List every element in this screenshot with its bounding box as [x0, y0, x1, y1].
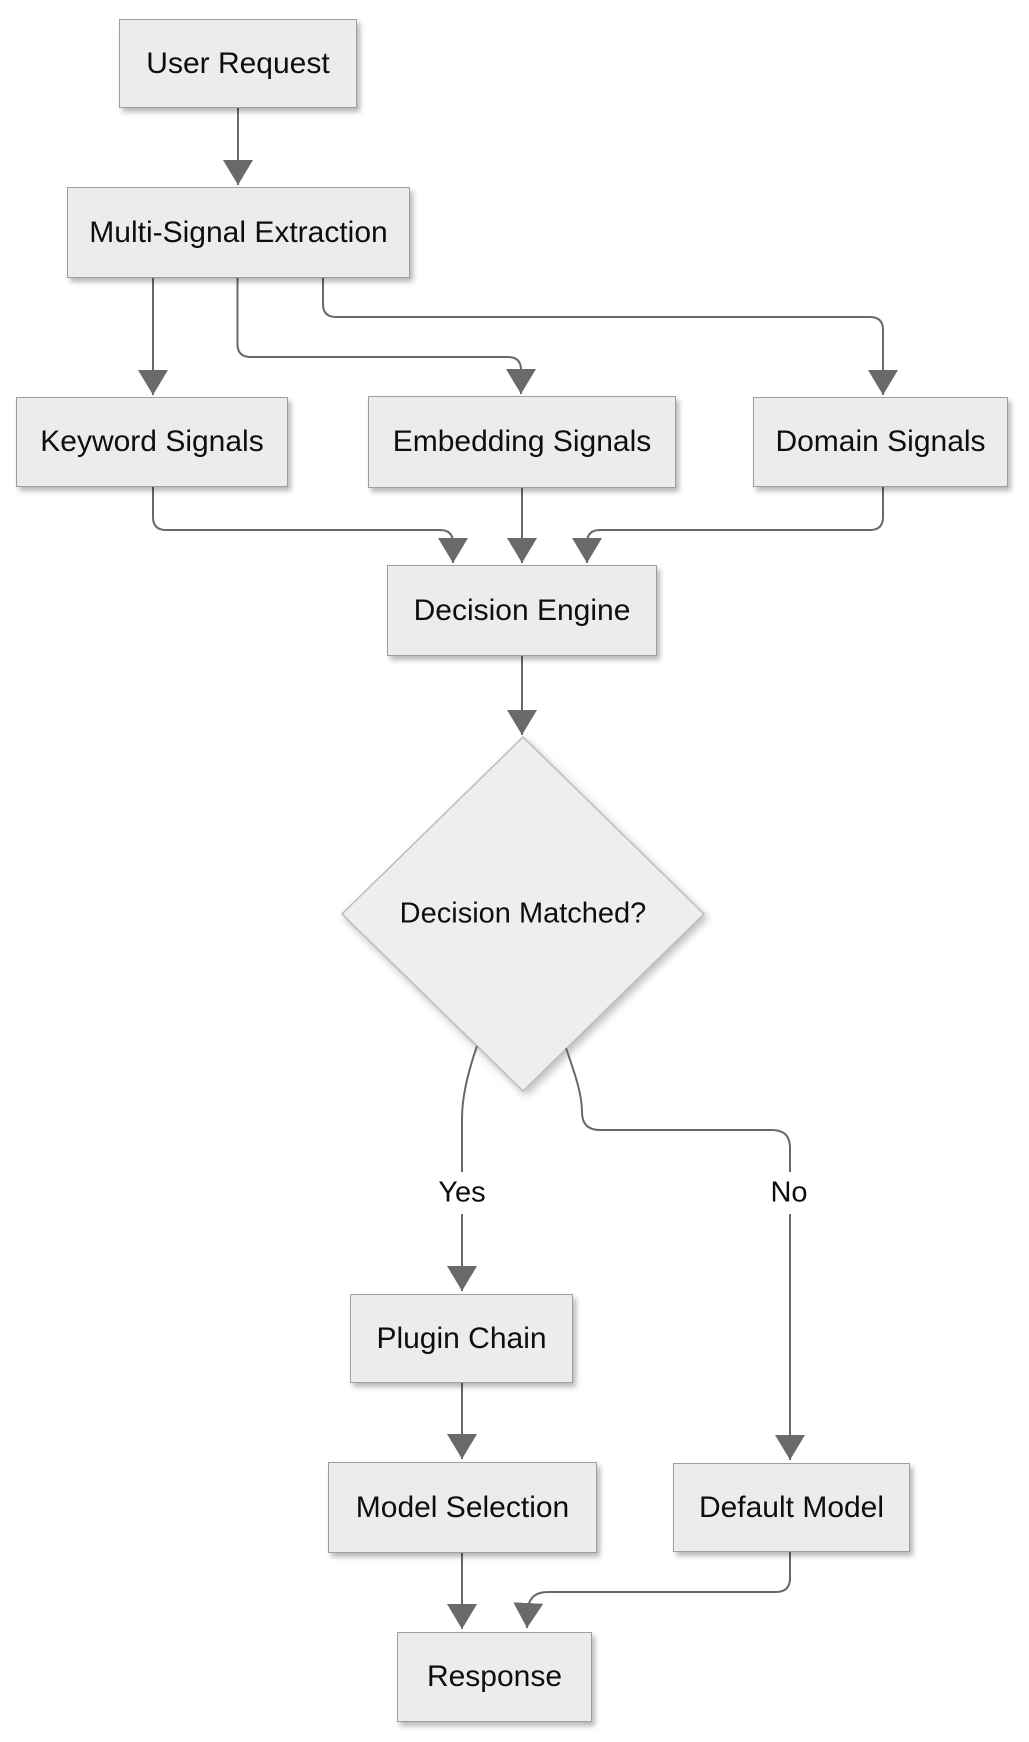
- node-domain-signals-label: Domain Signals: [775, 425, 986, 458]
- node-plugin-chain: Plugin Chain: [350, 1294, 573, 1383]
- node-multi-signal-extraction: Multi-Signal Extraction: [67, 187, 410, 278]
- edge-label-yes: Yes: [433, 1176, 491, 1210]
- node-model-selection-label: Model Selection: [355, 1490, 570, 1524]
- edge-decision-matched-no-upper: [565, 1047, 791, 1172]
- node-domain-signals: Domain Signals: [753, 397, 1008, 487]
- node-model-selection: Model Selection: [328, 1462, 597, 1553]
- node-embedding-signals-label: Embedding Signals: [392, 425, 652, 458]
- node-embedding-signals: Embedding Signals: [368, 396, 676, 488]
- decision-matched-diamond: [340, 735, 706, 1093]
- node-response: Response: [397, 1632, 592, 1722]
- node-decision-matched-label: Decision Matched?: [399, 897, 647, 930]
- node-response-label: Response: [426, 1660, 563, 1693]
- edge-multi-signal-extraction-to-embedding-signals: [236, 278, 536, 394]
- node-keyword-signals: Keyword Signals: [16, 397, 288, 487]
- edge-decision-matched-yes-upper: [461, 1045, 478, 1172]
- node-default-model-label: Default Model: [698, 1490, 885, 1524]
- edge-keyword-signals-to-decision-engine: [152, 487, 468, 563]
- node-decision-engine-label: Decision Engine: [413, 593, 631, 627]
- node-user-request: User Request: [119, 19, 357, 108]
- edge-domain-signals-to-decision-engine: [572, 487, 884, 563]
- node-multi-signal-extraction-label: Multi-Signal Extraction: [89, 215, 388, 249]
- node-keyword-signals-label: Keyword Signals: [40, 425, 264, 458]
- node-decision-engine: Decision Engine: [387, 565, 657, 656]
- node-user-request-label: User Request: [146, 46, 330, 80]
- edge-multi-signal-extraction-to-domain-signals: [322, 278, 898, 395]
- edge-default-model-to-response: [513, 1552, 791, 1629]
- node-default-model: Default Model: [673, 1463, 910, 1552]
- edge-label-no: No: [765, 1176, 813, 1210]
- node-plugin-chain-label: Plugin Chain: [376, 1321, 547, 1355]
